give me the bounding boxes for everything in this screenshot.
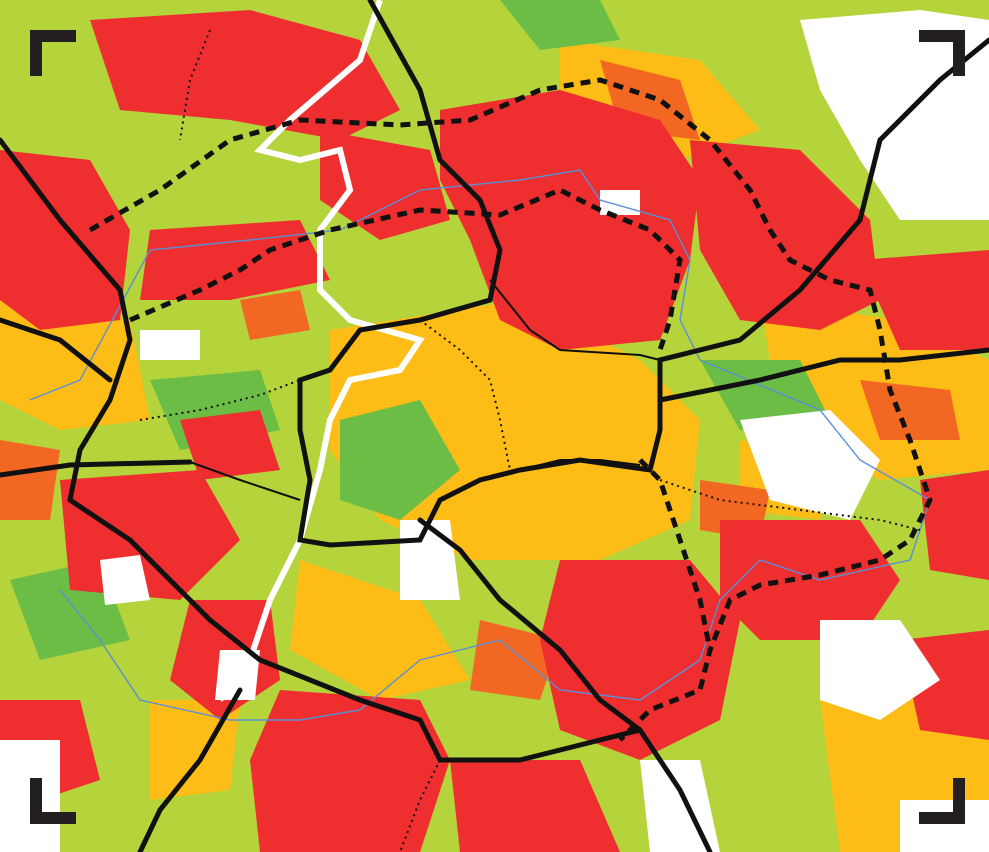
viewfinder-corner-icon [919,30,965,76]
viewfinder-corner-icon [30,778,76,824]
zone-very-high [0,10,989,852]
paths-dotted [139,29,921,852]
roads-dashed [88,77,933,742]
viewfinder-corner-icon [919,778,965,824]
viewfinder-corner-icon [30,30,76,76]
roads-minor [189,279,661,501]
